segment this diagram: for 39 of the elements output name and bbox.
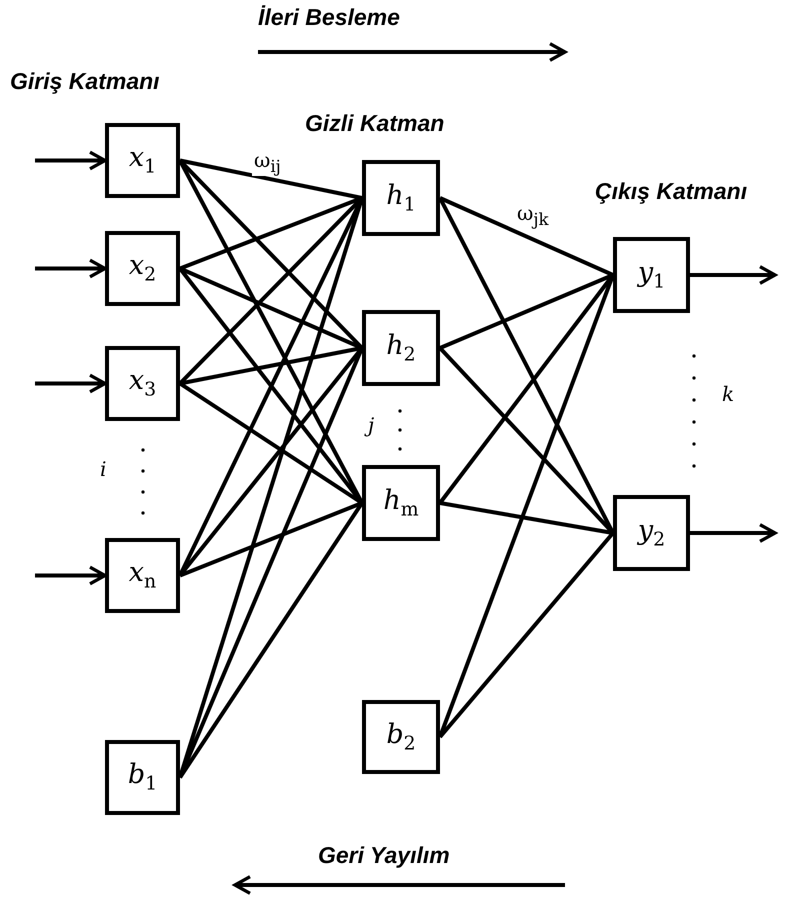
connection-line: [180, 158, 362, 200]
neuron-box: [105, 346, 180, 421]
neuron-box: [105, 123, 180, 198]
neuron-box: [105, 740, 180, 815]
arrow: [690, 523, 777, 543]
neuron-box: [105, 538, 180, 613]
arrow: [690, 265, 777, 285]
index-label: i: [100, 457, 106, 481]
neuron-symbol: x$_{2}$: [128, 252, 156, 285]
neuron-symbol: h$_{2}$: [386, 332, 416, 364]
neuron-symbol: b$_{1}$: [128, 761, 158, 794]
layer-heading: Çıkış Katmanı: [595, 178, 748, 205]
connection-line: [438, 532, 615, 738]
connection-line: [440, 501, 614, 535]
neuron-box: [362, 310, 440, 386]
neuron-box: [613, 495, 690, 571]
neuron-box: [105, 231, 180, 306]
direction-heading: İleri Besleme: [258, 4, 400, 31]
arrow: [35, 566, 107, 586]
neuron-box: [613, 237, 690, 313]
neuron-symbol: h$_{m}$: [383, 486, 419, 520]
layer-heading: Giriş Katmanı: [10, 68, 160, 95]
arrow: [35, 150, 107, 170]
neuron-symbol: x$_{n}$: [128, 559, 156, 592]
neuron-box: [362, 465, 440, 541]
neuron-symbol: x$_{3}$: [128, 367, 156, 400]
neuron-symbol: h$_{1}$: [386, 182, 416, 214]
index-label: k: [722, 382, 734, 406]
arrow: [35, 374, 107, 394]
neuron-symbol: y$_{2}$: [638, 516, 666, 550]
layer-heading: Gizli Katman: [305, 110, 444, 137]
neuron-symbol: b$_{2}$: [386, 720, 416, 754]
neuron-box: [362, 700, 440, 774]
neuron-box: [362, 160, 440, 236]
connection-line: [439, 196, 614, 277]
direction-heading: Geri Yayılım: [318, 842, 450, 869]
neuron-symbol: y$_{1}$: [638, 258, 666, 292]
neuron-symbol: x$_{1}$: [128, 144, 156, 177]
arrow: [35, 258, 107, 278]
